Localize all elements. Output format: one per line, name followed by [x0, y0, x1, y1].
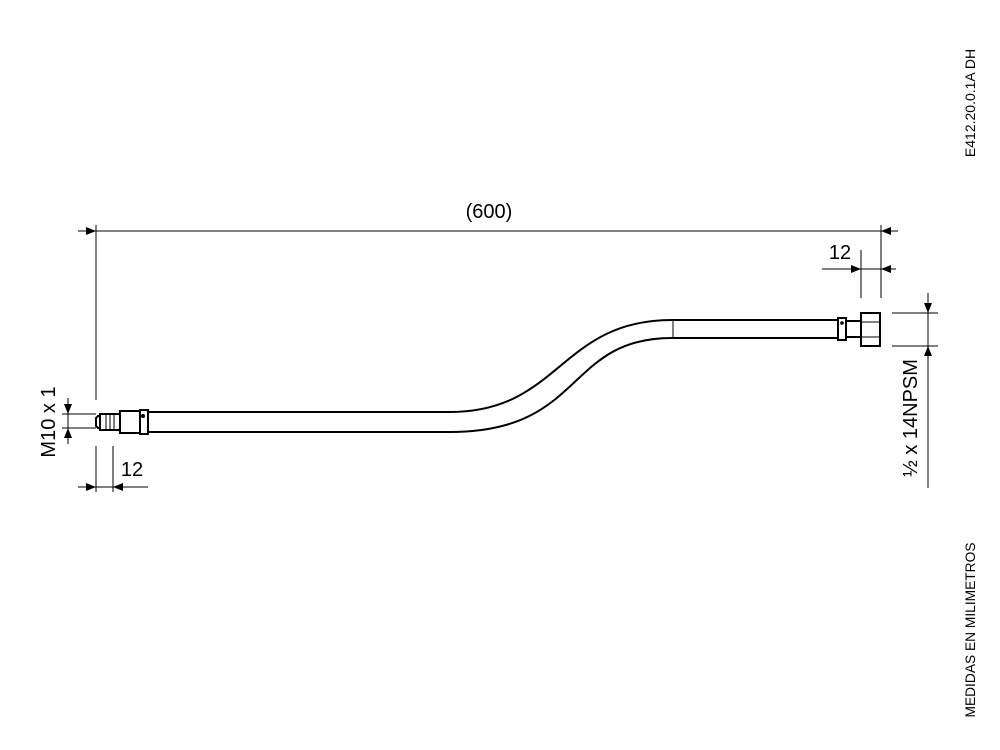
- right-fitting-neck: [845, 320, 862, 338]
- hose-assembly: [95, 312, 881, 435]
- hose-bottom-edge: [148, 337, 838, 433]
- left-fitting-crimp-mark: [141, 414, 145, 418]
- left-thread-label: M10 x 1: [38, 386, 60, 457]
- right-thread-arrow-top: [924, 303, 932, 313]
- left-fitting-ferrule: [139, 409, 149, 435]
- right-fitting-arrow-right: [881, 265, 891, 273]
- left-thread-arrow-bottom: [64, 428, 72, 438]
- left-threaded-fitting: [95, 409, 149, 435]
- left-thread-arrow-top: [64, 404, 72, 414]
- right-fitting-arrow-left: [851, 265, 861, 273]
- left-thread-dimension: M10 x 1: [38, 386, 96, 458]
- left-fitting-collar: [119, 410, 141, 434]
- right-fitting-crimp-mark: [840, 321, 844, 325]
- right-hex-nut: [860, 312, 881, 347]
- right-fitting-ferrule: [837, 317, 847, 341]
- overall-length-dimension: (600): [78, 201, 898, 400]
- overall-arrow-left: [86, 227, 96, 235]
- right-thread-arrow-bottom: [924, 346, 932, 356]
- left-fitting-length-label: 12: [121, 459, 143, 481]
- left-fitting-arrow-right: [113, 483, 123, 491]
- overall-length-label: (600): [466, 201, 513, 223]
- hose-top-edge: [148, 319, 838, 413]
- left-fitting-arrow-left: [86, 483, 96, 491]
- units-note: MEDIDAS EN MILIMETROS: [962, 543, 978, 718]
- overall-arrow-right: [881, 227, 891, 235]
- right-fitting-length-label: 12: [829, 242, 851, 264]
- right-fitting-length-dimension: 12: [822, 242, 896, 298]
- right-thread-dimension: ½ x 14NPSM: [892, 293, 938, 488]
- left-fitting-length-dimension: 12: [78, 446, 148, 492]
- right-thread-label: ½ x 14NPSM: [900, 359, 922, 477]
- drawing-code: E412.20.0.1A DH: [962, 49, 978, 157]
- right-nut-fitting: [837, 312, 881, 347]
